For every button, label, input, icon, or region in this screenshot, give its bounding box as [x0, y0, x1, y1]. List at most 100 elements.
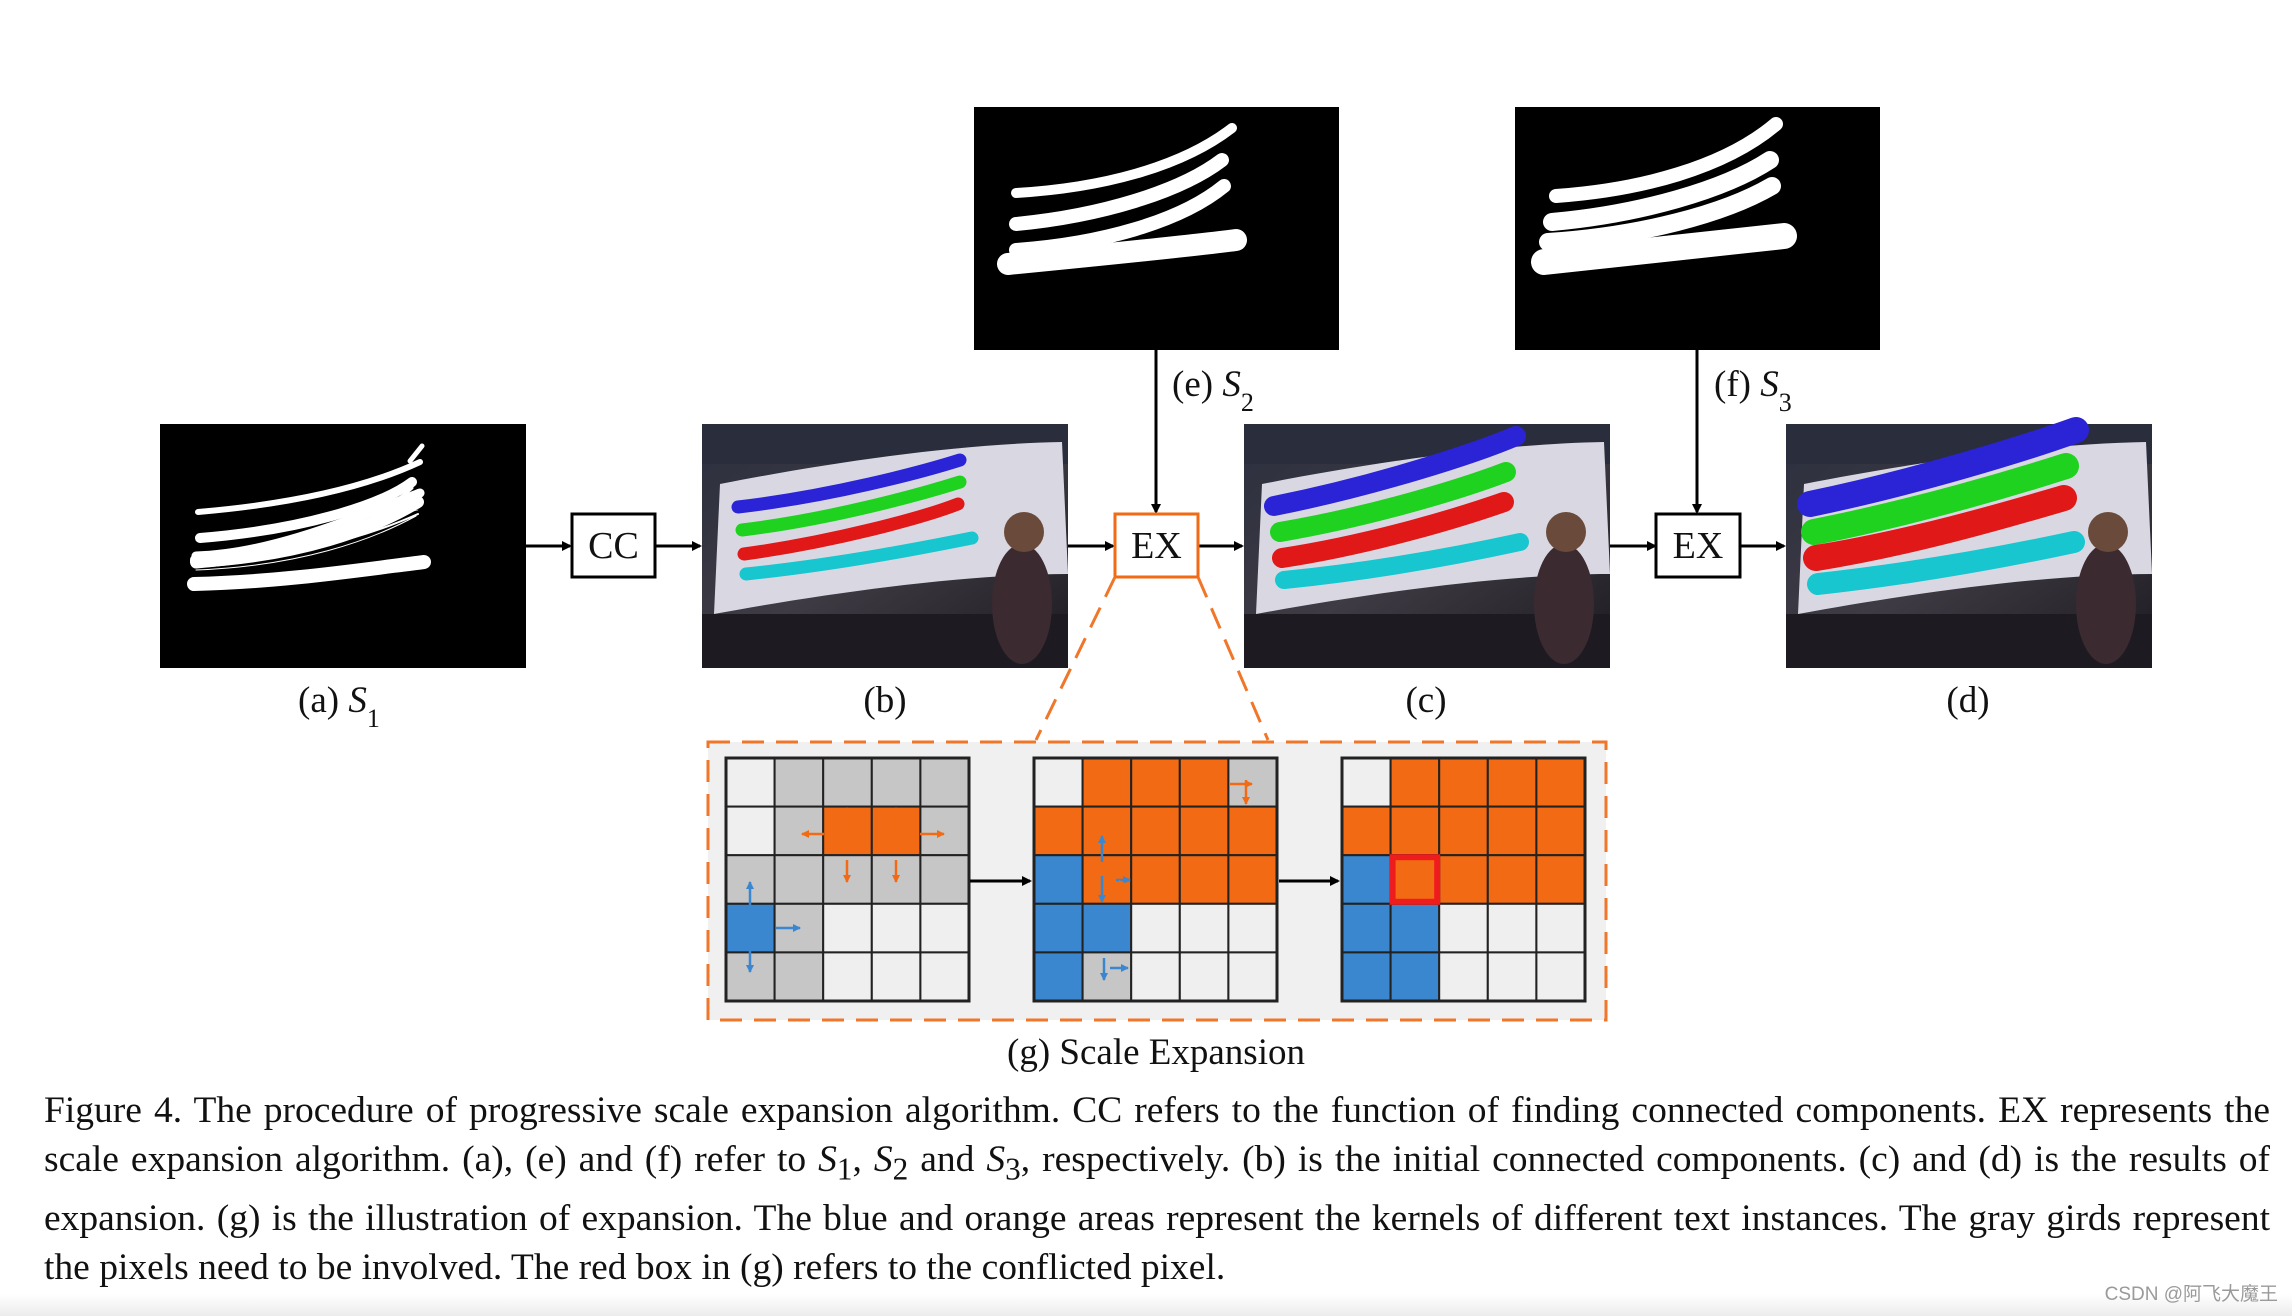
grid-cell: [1438, 951, 1489, 1003]
grid-cell: [822, 951, 873, 1003]
ex-operator-box-2: EX: [1654, 512, 1742, 579]
grid-cell: [1081, 805, 1133, 857]
orange-expansion-arrows: [801, 807, 945, 883]
grid-cell: [1178, 854, 1230, 905]
grid-cell: [1227, 805, 1279, 857]
grid-cell: [1178, 805, 1230, 857]
caption-s1-sub: 1: [836, 1151, 853, 1187]
panel-label-d: (d): [1946, 680, 1989, 721]
grid-border: [1340, 756, 1587, 1003]
bottom-fade: [0, 1294, 2292, 1316]
grid-cell: [1130, 951, 1181, 1003]
grid-cell: [1389, 805, 1441, 857]
caption-sep-2: and: [908, 1139, 987, 1180]
grid-cell: [1438, 757, 1489, 808]
ex-operator-box-1: EX: [1113, 512, 1200, 579]
grid-cell: [1033, 805, 1084, 857]
grid-cell: [1178, 951, 1230, 1003]
grid-cell: [1130, 805, 1181, 857]
ex-label-2: EX: [1673, 525, 1724, 567]
grid-cell: [1033, 951, 1084, 1003]
mask-s2-image: [974, 107, 1339, 350]
watermark-text: CSDN @阿飞大魔王: [2104, 1284, 2278, 1305]
caption-s3-sub: 3: [1005, 1151, 1021, 1187]
panel-label-g: (g) Scale Expansion: [1007, 1032, 1305, 1073]
caption-text-1: Figure 4. The procedure of progressive s…: [44, 1090, 2270, 1180]
photo-panel-d: [1786, 417, 2152, 668]
grid-cell: [1389, 854, 1441, 905]
cc-label: CC: [588, 525, 639, 567]
grid-cell: [1486, 951, 1538, 1003]
panel-label-b: (b): [863, 680, 906, 721]
panel-label-a: (a) S1: [298, 680, 380, 733]
caption-s2: S: [873, 1139, 893, 1180]
scale-expansion-grids: [724, 756, 1587, 1003]
grid-cell: [1341, 854, 1392, 905]
grid-cell: [870, 757, 922, 808]
grid-cell: [1535, 805, 1587, 857]
grid-cell: [1341, 757, 1392, 808]
grid-cell: [773, 757, 825, 808]
grid-cell: [1535, 854, 1587, 905]
grid-cell: [1341, 951, 1392, 1003]
photo-panel-b: [702, 424, 1068, 668]
grid-cell: [1033, 902, 1084, 954]
grid-cell: [919, 854, 971, 905]
figure-caption: Figure 4. The procedure of progressive s…: [44, 1086, 2270, 1292]
grid-cell: [1535, 757, 1587, 808]
conflicted-pixel-box: [1389, 854, 1441, 905]
grid-cell: [1438, 805, 1489, 857]
grid-border: [724, 756, 971, 1003]
grid-cell: [822, 902, 873, 954]
grid-cell: [725, 757, 776, 808]
grid-cell: [919, 805, 971, 857]
grid-cell: [773, 951, 825, 1003]
grid-cell: [870, 902, 922, 954]
grid-cell: [1227, 757, 1279, 808]
mask-s1-image: [160, 424, 526, 668]
panel-label-e: (e) S2: [1172, 364, 1254, 417]
grid-cell: [1130, 757, 1181, 808]
grid-cell: [1178, 757, 1230, 808]
grid-cell: [773, 854, 825, 905]
grid-cell: [1341, 902, 1392, 954]
grid-cell: [1389, 757, 1441, 808]
cc-operator-box: CC: [570, 512, 657, 579]
grid-cell: [1130, 902, 1181, 954]
caption-s2-sub: 2: [892, 1151, 909, 1187]
photo-panel-c: [1244, 424, 1610, 668]
grid-cell: [1081, 757, 1133, 808]
panel-label-c: (c): [1405, 680, 1446, 721]
caption-sep-1: ,: [852, 1139, 874, 1180]
grid-cell: [919, 757, 971, 808]
zoom-callout-lines: [1034, 576, 1270, 741]
grid-cell: [725, 805, 776, 857]
grid-cell: [822, 757, 873, 808]
grid-cell: [1389, 902, 1441, 954]
grid-cell: [1486, 757, 1538, 808]
grid-cell: [1341, 805, 1392, 857]
grid-cell: [1130, 854, 1181, 905]
blue-expansion-arrows: [746, 835, 1131, 981]
grid-cell: [1486, 902, 1538, 954]
grid-cell: [1033, 854, 1084, 905]
caption-text-2: , respectively. (b) is the initial conne…: [44, 1139, 2270, 1288]
grid-cell: [1389, 951, 1441, 1003]
ex-label-1: EX: [1131, 525, 1182, 567]
mask-s3-image: [1515, 107, 1880, 350]
caption-s3: S: [986, 1139, 1006, 1180]
grid-cell: [1081, 902, 1133, 954]
grid-cell: [919, 902, 971, 954]
grid-cell: [1535, 902, 1587, 954]
caption-s1: S: [818, 1139, 837, 1180]
grid-cell: [1438, 902, 1489, 954]
grid-cell: [1438, 854, 1489, 905]
panel-label-f: (f) S3: [1714, 364, 1792, 417]
grid-cell: [773, 805, 825, 857]
grid-cell: [1033, 757, 1084, 808]
grid-cell: [1535, 951, 1587, 1003]
grid-cell: [1486, 805, 1538, 857]
grid-border: [1032, 756, 1279, 1003]
grid-cell: [919, 951, 971, 1003]
